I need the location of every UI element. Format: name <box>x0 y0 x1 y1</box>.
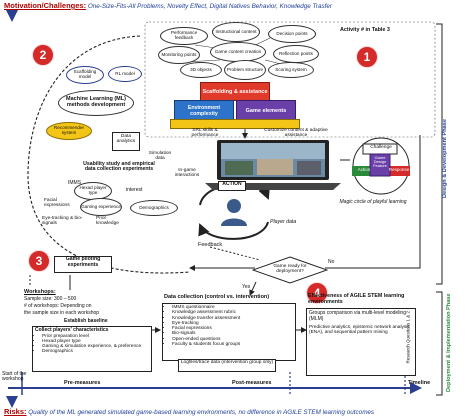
decision-diamond <box>252 256 328 284</box>
customize-label: Customize content & adaptive assistance <box>264 128 328 139</box>
block-scaffolding-label: Scaffolding & assistance <box>202 88 268 95</box>
risks-text: Quality of the ML generated simulated ga… <box>28 409 375 416</box>
workshops-line-3: the sample size in each workshop <box>24 310 100 316</box>
baseline-item-1: Prior preparation level <box>42 334 149 339</box>
feedback-label: Feedback <box>198 242 223 248</box>
srl-label: SRL skills & performance <box>191 128 219 139</box>
step-number-2: 2 <box>32 44 54 66</box>
oval-ml-methods: Machine Learning (ML) methods developmen… <box>58 90 134 116</box>
timeline-start: Start of the workshop <box>2 371 27 383</box>
workshops-line-2: # of workshops: Depending on <box>24 303 92 309</box>
effectiveness-mlm: Groups comparison via multi-level modeli… <box>309 310 406 322</box>
oval-reflection-points: Reflection points <box>273 45 319 63</box>
activity-label: Activity # in Table 3 <box>340 27 390 33</box>
oval-rl-model: RL model <box>108 66 142 82</box>
deployment-phase-label: Deployment & Implementation Phase <box>446 293 452 392</box>
collection-item-2: Knowledge assessment rubric <box>172 310 293 315</box>
collection-item-4: Eye-tracking <box>172 321 293 326</box>
step-number-3: 3 <box>28 250 50 272</box>
oval-monitoring-points: Monitoring points <box>158 46 200 64</box>
oval-gaming-exp: Gaming experience <box>80 198 122 216</box>
baseline-item-3: Gaming & simulation experience, & prefer… <box>42 344 149 349</box>
label-in-game-interactions: In-game interactions <box>174 168 200 179</box>
motivation-line: Motivation/Challenges: One-Size-Fits-All… <box>4 2 472 11</box>
sensor-interest: interest <box>126 187 143 193</box>
block-base-yellow <box>170 119 300 129</box>
step-number-4: 4 <box>306 282 328 304</box>
baseline-box: Collect players' characteristics Prior p… <box>32 326 152 372</box>
label-usability-study: Usability study and empirical data colle… <box>83 161 155 173</box>
effectiveness-title: Effectiveness of AGILE STEM learning env… <box>308 293 405 305</box>
baseline-item-2: Hexad player type <box>42 339 149 344</box>
collection-item-3: Knowledge transfer assessment <box>172 316 293 321</box>
baseline-item-4: Demographics <box>42 349 149 354</box>
risks-line: Risks: Quality of the ML generated simul… <box>4 408 472 417</box>
collection-list: IMMS questionnaire Knowledge assessment … <box>165 305 293 347</box>
sensor-imms: IMMS <box>68 180 82 186</box>
workshops-title: Workshops: <box>24 289 56 295</box>
magic-circle-caption: Magic circle of playful learning <box>339 199 407 205</box>
oval-performance-feedback: Performance feedback <box>160 27 208 45</box>
logfiles-box: Logfiles/trace data (intervention group … <box>178 359 276 372</box>
design-phase-bracket <box>436 23 443 285</box>
collection-item-5: Facial expressions <box>172 326 293 331</box>
oval-decision-points: Decision points <box>268 25 316 43</box>
magic-action: Action <box>357 167 371 172</box>
sensor-facial: Facial expressions <box>44 198 70 209</box>
collection-item-1: IMMS questionnaire <box>172 305 293 310</box>
block-scaffolding: Scaffolding & assistance <box>200 82 270 101</box>
step-number-1: 1 <box>356 46 378 68</box>
oval-recommender: Recommender system <box>46 122 92 140</box>
sensor-prior: Prior knowledge <box>96 216 119 227</box>
block-env-complexity: Environment complexity <box>174 100 234 121</box>
decision-yes: Yes <box>242 284 251 290</box>
collection-item-7: Open-ended questions <box>172 337 293 342</box>
oval-demographics: Demographics <box>130 200 178 216</box>
effectiveness-predictive: Predictive analytics, epistemic network … <box>309 325 410 336</box>
oval-game-content-creation: Game content creation <box>210 42 266 62</box>
risks-label: Risks: <box>4 407 27 416</box>
decision-question: Game ready for deployment? <box>273 264 307 275</box>
oval-instructional-content: Instructional content <box>212 22 260 42</box>
box-data-analytics: Data analytics <box>112 132 140 151</box>
deployment-phase-bracket <box>436 291 443 396</box>
block-game-elements: Game elements <box>236 100 296 121</box>
timeline-post: Post-measures <box>232 380 272 386</box>
label-simulation-data: Simulation data <box>148 151 172 162</box>
block-env-complexity-label: Environment complexity <box>187 104 221 117</box>
timeline-pre: Pre-measures <box>64 380 101 386</box>
design-phase-label: Design & Development Phase <box>442 119 448 198</box>
design-dashed-frame <box>144 21 436 138</box>
workshops-line-1: Sample size: 300 – 500 <box>24 296 77 302</box>
magic-circle-diagram <box>352 137 410 195</box>
timeline-end: Timeline <box>408 380 431 386</box>
establish-baseline: Establish baseline <box>64 318 108 324</box>
magic-challenge: Challenge <box>370 145 392 150</box>
oval-scoring-system: Scoring system <box>268 62 314 78</box>
oval-3d-objects: 3D objects <box>180 62 222 78</box>
player-data-label: Player data <box>270 219 297 225</box>
decision-no: No <box>328 259 335 265</box>
baseline-collect: Collect players' characteristics <box>35 327 109 333</box>
effectiveness-box: Groups comparison via multi-level modeli… <box>306 308 416 376</box>
collection-item-8: Faculty & students focus groups <box>172 342 293 347</box>
collection-title: Data collection (control vs. interventio… <box>164 294 270 300</box>
collection-box: IMMS questionnaire Knowledge assessment … <box>162 303 296 361</box>
research-questions-label: Research Questions 1 & 2 <box>405 310 411 364</box>
collection-item-6: Bio-signals <box>172 331 293 336</box>
motivation-text: One-Size-Fits-All Problems, Novelty Effe… <box>87 3 332 10</box>
box-piloting: Game piloting experiments <box>54 256 112 273</box>
oval-scaffolding-model: Scaffolding model <box>66 66 104 84</box>
box-action: ACTION <box>218 181 246 191</box>
sensor-eye-tracking: Eye-tracking & bio-signals <box>42 216 83 227</box>
baseline-list: Prior preparation level Hexad player typ… <box>35 334 149 355</box>
oval-problem-structure: Problem structure <box>224 60 266 80</box>
player-avatar-icon <box>221 199 247 226</box>
block-game-elements-label: Game elements <box>245 107 287 114</box>
magic-response: Response <box>388 167 410 172</box>
magic-game-design-feature: Game Design Feature <box>373 155 387 169</box>
motivation-label: Motivation/Challenges: <box>4 1 87 10</box>
